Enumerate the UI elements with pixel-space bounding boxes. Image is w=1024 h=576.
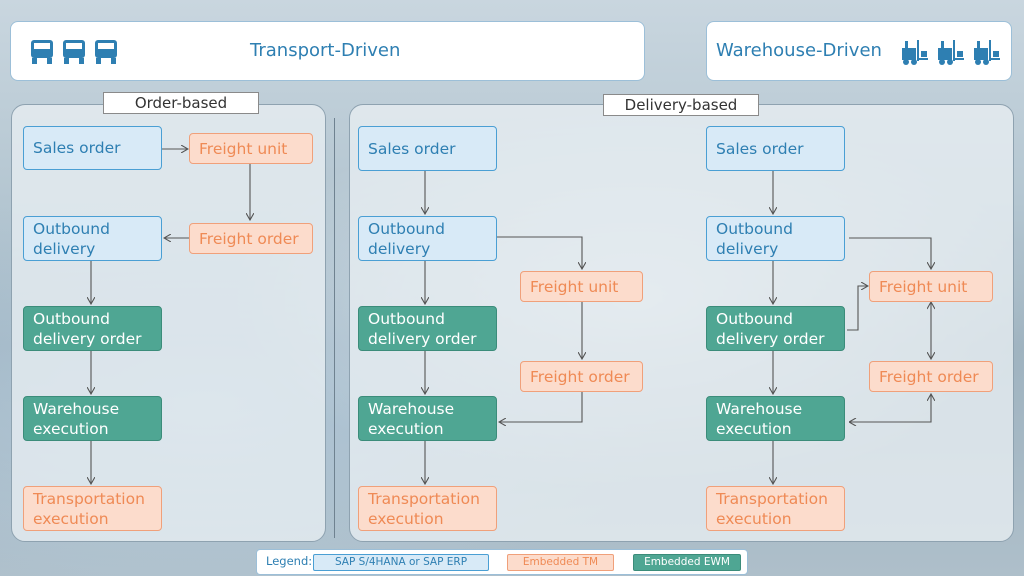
transportation-execution-node: Transportation execution <box>23 486 162 531</box>
forklift-icon <box>974 40 1000 65</box>
transport-driven-header: Transport-Driven <box>10 21 645 81</box>
outbound-delivery-order-node: Outbound delivery order <box>706 306 845 351</box>
transportation-execution-node: Transportation execution <box>358 486 497 531</box>
transport-driven-title: Transport-Driven <box>250 40 401 61</box>
legend: Legend: SAP S/4HANA or SAP ERP Embedded … <box>256 549 748 575</box>
outbound-delivery-order-node: Outbound delivery order <box>23 306 162 351</box>
outbound-delivery-order-node: Outbound delivery order <box>358 306 497 351</box>
arrow <box>849 237 931 269</box>
freight-order-node: Freight order <box>189 223 313 254</box>
legend-ewm: Embedded EWM <box>633 554 741 571</box>
outbound-delivery-node: Outbound delivery <box>358 216 497 261</box>
truck-icon <box>95 40 117 64</box>
arrow <box>499 392 583 422</box>
sales-order-node: Sales order <box>358 126 497 171</box>
outbound-delivery-node: Outbound delivery <box>23 216 162 261</box>
freight-order-node: Freight order <box>520 361 643 392</box>
arrow <box>847 286 868 331</box>
warehouse-execution-node: Warehouse execution <box>358 396 497 441</box>
arrow <box>850 394 931 422</box>
freight-unit-node: Freight unit <box>189 133 313 164</box>
sales-order-node: Sales order <box>23 126 162 170</box>
order-based-title: Order-based <box>103 92 259 114</box>
freight-unit-node: Freight unit <box>520 271 643 302</box>
forklift-icon <box>938 40 964 65</box>
outbound-delivery-node: Outbound delivery <box>706 216 845 261</box>
transportation-execution-node: Transportation execution <box>706 486 845 531</box>
warehouse-driven-header: Warehouse-Driven <box>706 21 1012 81</box>
truck-icon <box>31 40 53 64</box>
legend-erp: SAP S/4HANA or SAP ERP <box>313 554 489 571</box>
panel-divider <box>334 118 335 538</box>
delivery-based-title: Delivery-based <box>603 94 759 116</box>
warehouse-driven-title: Warehouse-Driven <box>716 40 882 61</box>
arrow <box>497 236 582 269</box>
warehouse-execution-node: Warehouse execution <box>23 396 162 441</box>
freight-order-node: Freight order <box>869 361 993 392</box>
sales-order-node: Sales order <box>706 126 845 171</box>
warehouse-execution-node: Warehouse execution <box>706 396 845 441</box>
freight-unit-node: Freight unit <box>869 271 993 302</box>
forklift-icon <box>902 40 928 65</box>
truck-icon <box>63 40 85 64</box>
legend-label: Legend: <box>266 554 313 568</box>
legend-tm: Embedded TM <box>507 554 614 571</box>
